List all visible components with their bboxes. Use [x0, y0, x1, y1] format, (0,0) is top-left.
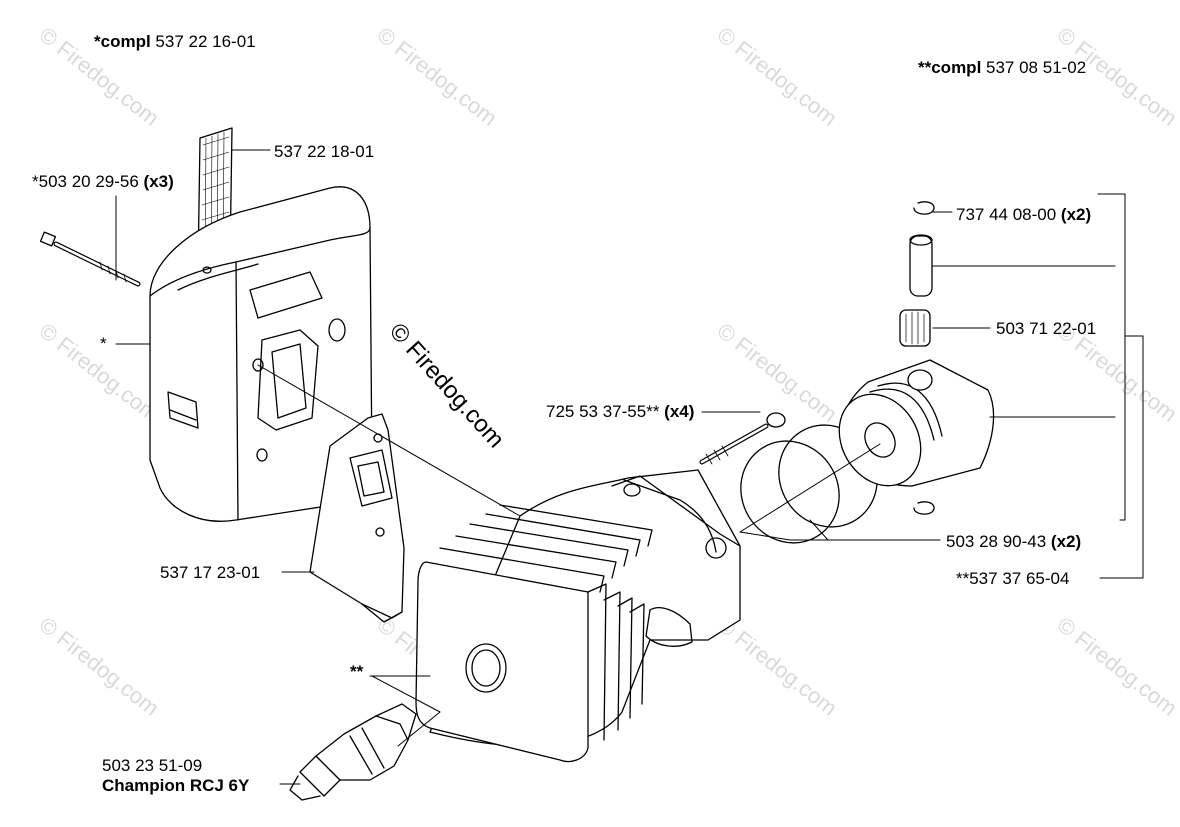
- needle-bearing: [899, 309, 931, 347]
- compl-label-2-bold: **compl: [918, 58, 982, 77]
- compl-label-1-bold: *compl: [94, 32, 151, 51]
- piston-ring: [740, 440, 840, 544]
- compl-label-2-part: 537 08 51-02: [981, 58, 1087, 77]
- screw-label-part: 725 53 37-55**: [546, 402, 665, 421]
- bolt-label-qty: (x3): [143, 172, 174, 191]
- bolt-label: *503 20 29-56 (x3): [32, 172, 174, 192]
- screw-label-qty: (x4): [664, 402, 695, 421]
- circlip: [913, 501, 935, 515]
- cylinder: [415, 469, 741, 763]
- rings-label-part: 503 28 90-43: [946, 532, 1051, 551]
- muffler-bolt: [39, 231, 141, 287]
- muffler-body: [149, 186, 373, 522]
- muffler-label: *: [100, 334, 107, 353]
- cylinder-label: **: [350, 662, 364, 681]
- plug-name-label: Champion RCJ 6Y: [102, 776, 250, 795]
- piston: [838, 359, 995, 487]
- circlip-label-qty: (x2): [1060, 205, 1092, 224]
- compl-label-1: *compl 537 22 16-01: [94, 32, 256, 52]
- cylinder-screw: [699, 412, 786, 465]
- circlip-label: 737 44 08-00 (x2): [956, 205, 1091, 225]
- spark-plug: [289, 703, 417, 801]
- circlip-label-part: 737 44 08-00: [956, 205, 1061, 224]
- plug-label: 503 23 51-09: [102, 756, 203, 775]
- compl-label-1-part: 537 22 16-01: [150, 32, 256, 51]
- muffler-gasket: [309, 413, 405, 623]
- filter-label: 537 22 18-01: [274, 142, 375, 161]
- gasket-label: 537 17 23-01: [160, 563, 261, 582]
- rings-label-qty: (x2): [1050, 532, 1082, 551]
- screw-label: 725 53 37-55** (x4): [546, 402, 694, 422]
- piston-label: **537 37 65-04: [956, 569, 1070, 588]
- bearing-label: 503 71 22-01: [996, 319, 1097, 338]
- leader-lines: [115, 149, 1144, 785]
- circlip: [913, 201, 935, 215]
- bolt-label-part: *503 20 29-56: [32, 172, 144, 191]
- compl-label-2: **compl 537 08 51-02: [918, 58, 1086, 78]
- rings-label: 503 28 90-43 (x2): [946, 532, 1081, 552]
- piston-pin: [909, 235, 933, 297]
